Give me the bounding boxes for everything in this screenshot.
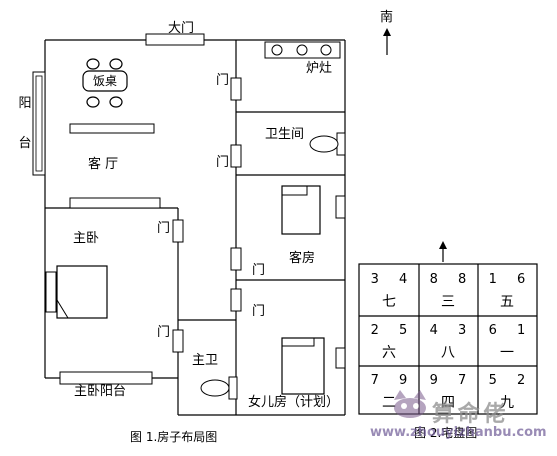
grid-cell-nums: 4 3: [429, 323, 475, 338]
master-balcony-label: 主卧阳台: [74, 384, 127, 399]
toilet-icon: [309, 135, 339, 153]
grid-cell-star: 二: [382, 395, 396, 411]
living-room-label: 客 厅: [88, 157, 119, 172]
balcony-label-2: 台: [18, 136, 32, 151]
guest-room-label: 客房: [289, 251, 316, 266]
door-label-guest: 门: [252, 263, 266, 278]
door-label-bathroom: 门: [216, 155, 230, 170]
daughter-room-label: 女儿房（计划）: [248, 395, 340, 410]
grid-cell-nums: 6 1: [488, 323, 534, 338]
grid-cell-8: 9 7 四: [419, 367, 477, 413]
grid-cell-star: 四: [441, 395, 455, 411]
door-label-daughter: 门: [252, 304, 266, 319]
grid-cell-star: 一: [500, 345, 514, 361]
grid-cell-1: 3 4 七: [360, 266, 418, 312]
door-daughter: [230, 288, 242, 312]
south-label: 南: [380, 10, 394, 25]
watermark-text: 算 命 佬: [432, 402, 505, 427]
grid-cell-star: 八: [441, 345, 455, 361]
master-bath-label: 主卫: [192, 353, 219, 368]
grid-cell-star: 七: [382, 294, 396, 310]
grid-cell-7: 7 9 二: [360, 367, 418, 413]
dining-table-icon: [82, 58, 128, 108]
grid-cell-9: 5 2 九: [478, 367, 536, 413]
grid-cell-star: 三: [441, 294, 455, 310]
front-door-label: 大门: [168, 21, 195, 36]
grid-cell-nums: 9 7: [429, 373, 475, 388]
grid-cell-nums: 7 9: [370, 373, 416, 388]
door-bathroom: [230, 144, 242, 168]
stove-label: 炉灶: [306, 61, 333, 76]
door-kitchen: [230, 77, 242, 101]
master-balcony-strip: [59, 371, 153, 385]
grid-cell-nums: 8 8: [429, 272, 475, 287]
grid-cell-nums: 2 5: [370, 323, 416, 338]
grid-cell-4: 2 5 六: [360, 317, 418, 363]
balcony-label-1: 阳: [18, 96, 32, 111]
grid-cell-6: 6 1 一: [478, 317, 536, 363]
guest-bed-icon: [281, 185, 321, 235]
master-bed-icon: [56, 265, 108, 319]
grid-cell-5: 4 3 八: [419, 317, 477, 363]
door-label-master-bath: 门: [157, 325, 171, 340]
grid-cell-star: 六: [382, 345, 396, 361]
grid-cell-nums: 3 4: [370, 272, 416, 287]
door-label-bedroom: 门: [157, 221, 171, 236]
front-door-icon: [145, 33, 205, 46]
master-bedroom-label: 主卧: [73, 231, 100, 246]
door-bedroom: [172, 219, 184, 243]
grid-cell-star: 九: [500, 395, 514, 411]
table-label: 饭桌: [93, 74, 118, 88]
door-label-kitchen: 门: [216, 73, 230, 88]
grid-cell-nums: 5 2: [488, 373, 534, 388]
daughter-bed-icon: [281, 337, 325, 395]
door-guest: [230, 247, 242, 271]
door-master-bath: [172, 329, 184, 353]
bathroom-label: 卫生间: [265, 127, 305, 142]
grid-cell-3: 1 6 五: [478, 266, 536, 312]
caption-figure-1: 图 1.房子布局图: [130, 430, 218, 444]
caption-figure-2: 图 2.宅盘图: [414, 426, 478, 440]
living-cabinet: [69, 123, 155, 134]
watermark-url: www.zhouyizhanbu.com: [370, 425, 547, 440]
nine-grid: [358, 263, 538, 415]
bedroom-cabinet: [69, 197, 161, 209]
master-toilet-icon: [200, 379, 230, 397]
grid-cell-star: 五: [500, 294, 514, 310]
grid-cell-nums: 1 6: [488, 272, 534, 287]
grid-cell-2: 8 8 三: [419, 266, 477, 312]
